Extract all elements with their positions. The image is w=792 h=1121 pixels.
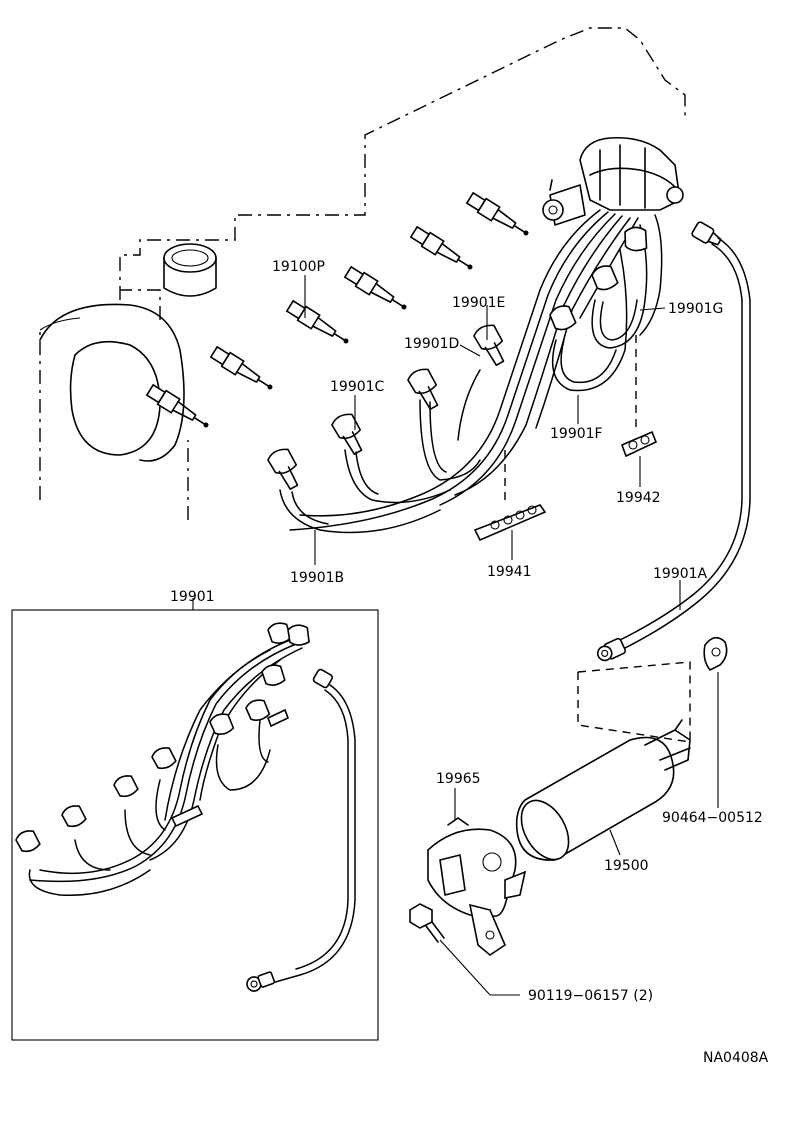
spark-plug-set-icon xyxy=(145,191,529,428)
reference-dash-box xyxy=(577,661,691,743)
wire-clamp-19942-icon xyxy=(620,335,658,458)
diagram-code: NA0408A xyxy=(703,1050,769,1066)
label-90464-00512: 90464−00512 xyxy=(662,810,763,826)
ignition-wire-bundle xyxy=(267,209,663,534)
coil-bracket-icon xyxy=(427,817,527,956)
label-19901: 19901 xyxy=(170,589,215,605)
label-19500: 19500 xyxy=(604,858,649,874)
distributor-icon xyxy=(542,136,684,226)
label-19901G: 19901G xyxy=(668,301,723,317)
coil-wire-icon xyxy=(596,221,751,662)
distributor-cap-icon xyxy=(163,243,217,297)
label-19901C: 19901C xyxy=(330,379,385,395)
engine-phantom-outline xyxy=(39,27,686,520)
leader-lines xyxy=(304,275,719,996)
ignition-coil-icon xyxy=(515,719,691,861)
clip-90464-icon xyxy=(703,636,728,672)
label-19901A: 19901A xyxy=(653,566,708,582)
label-19901D: 19901D xyxy=(404,336,459,352)
flywheel-cover-icon xyxy=(39,303,185,462)
label-90119-06157: 90119−06157 (2) xyxy=(528,988,653,1004)
label-19965: 19965 xyxy=(436,771,481,787)
label-19901F: 19901F xyxy=(550,426,603,442)
label-19100P: 19100P xyxy=(272,259,325,275)
label-19941: 19941 xyxy=(487,564,532,580)
label-19942: 19942 xyxy=(616,490,661,506)
label-19901E: 19901E xyxy=(452,295,505,311)
wire-set-inset-box xyxy=(11,598,379,1041)
label-19901B: 19901B xyxy=(290,570,344,586)
part-labels: 19100P 19901E 19901G 19901D 19901C 19901… xyxy=(170,259,769,1066)
bolt-icon xyxy=(409,903,445,943)
wire-clamp-19941-icon xyxy=(473,450,547,542)
